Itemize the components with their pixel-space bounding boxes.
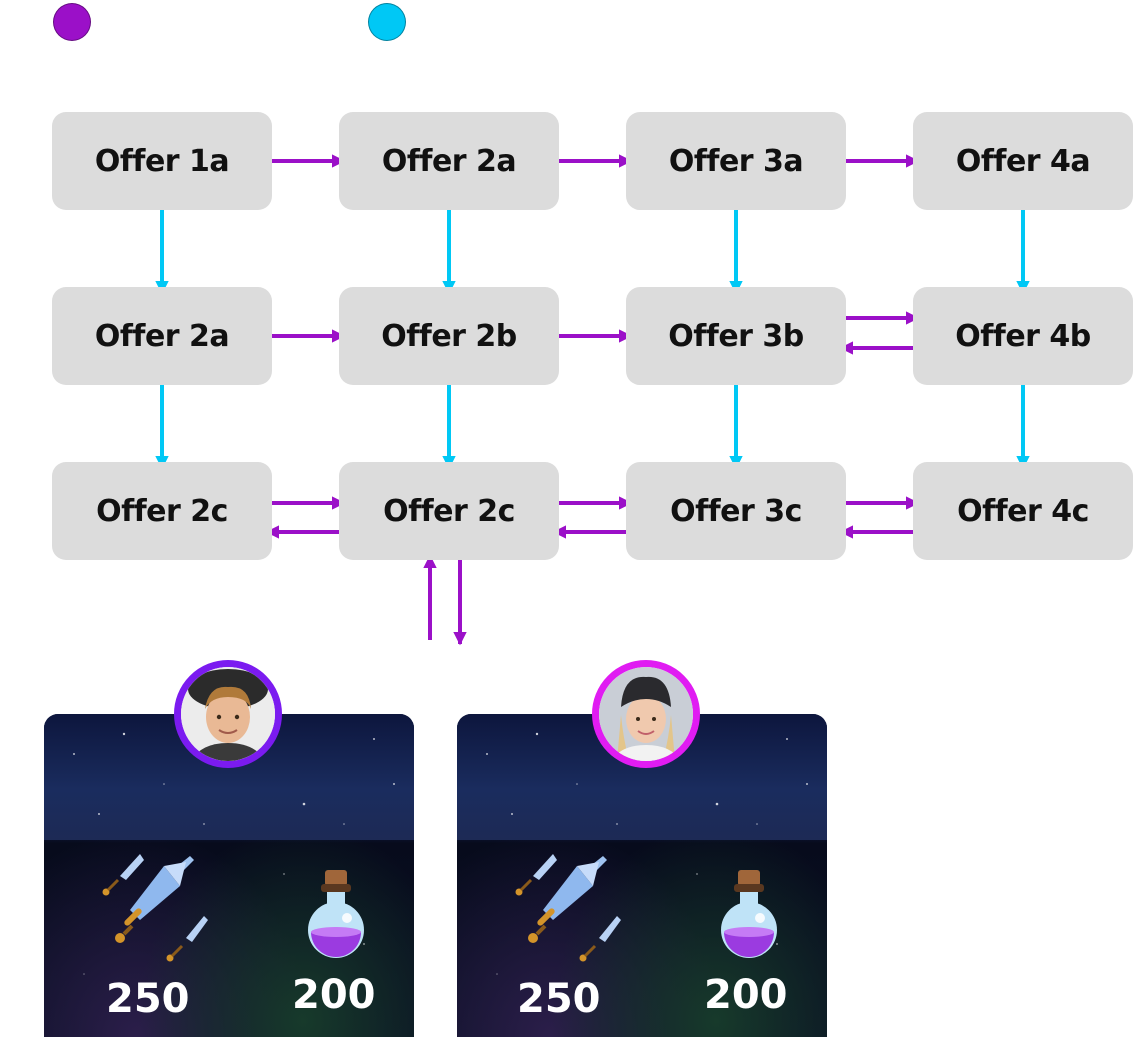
offer-node-r1c3: Offer 3a	[626, 112, 846, 210]
swords-icon	[102, 854, 208, 962]
offer-node-r1c1: Offer 1a	[52, 112, 272, 210]
potion-icon	[721, 870, 777, 958]
offer-node-r3c1: Offer 2c	[52, 462, 272, 560]
offer-node-r2c4: Offer 4b	[913, 287, 1133, 385]
swords-value: 250	[106, 976, 190, 1022]
offer-node-r1c4: Offer 4a	[913, 112, 1133, 210]
potion-icon	[308, 870, 364, 958]
offer-node-r1c2: Offer 2a	[339, 112, 559, 210]
offer-node-r2c3: Offer 3b	[626, 287, 846, 385]
potion-value: 200	[292, 972, 376, 1018]
offer-node-r3c4: Offer 4c	[913, 462, 1133, 560]
swords-icon	[515, 854, 621, 962]
avatar-male-portrait	[181, 667, 275, 761]
swords-value: 250	[517, 976, 601, 1022]
legend-cyan-dot	[368, 3, 406, 41]
offer-node-r2c2: Offer 2b	[339, 287, 559, 385]
offer-node-r3c2: Offer 2c	[339, 462, 559, 560]
legend-purple-dot	[53, 3, 91, 41]
player-card-2: 250 200	[457, 714, 827, 1037]
offer-node-r3c3: Offer 3c	[626, 462, 846, 560]
avatar-female-portrait	[599, 667, 693, 761]
avatar-male-icon	[174, 660, 282, 768]
potion-value: 200	[704, 972, 788, 1018]
avatar-female-icon	[592, 660, 700, 768]
offer-node-r2c1: Offer 2a	[52, 287, 272, 385]
flow-arrows	[155, 154, 1030, 646]
